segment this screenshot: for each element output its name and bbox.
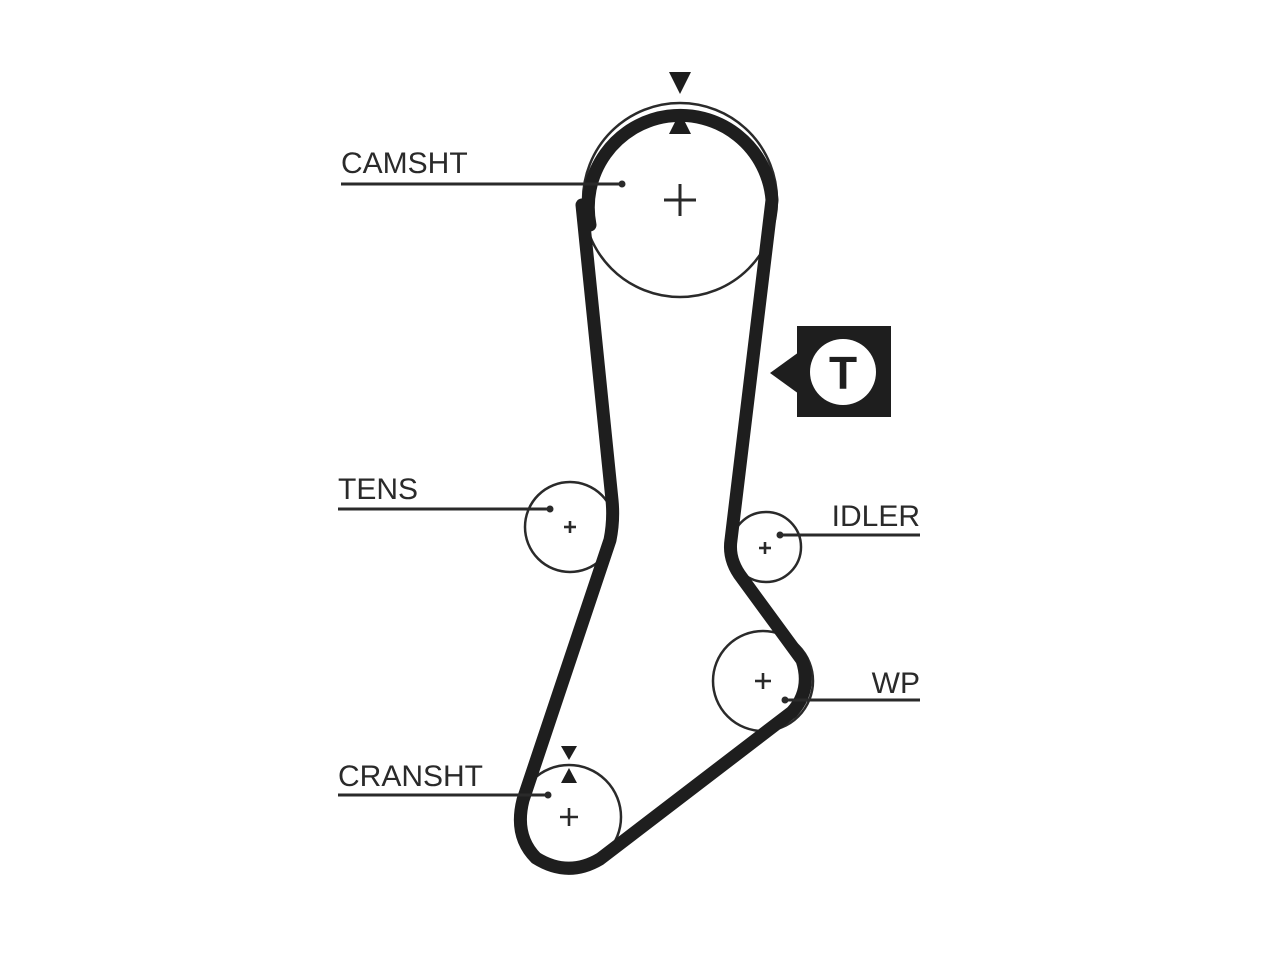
idler-label: IDLER: [832, 500, 920, 533]
tension-badge: T: [770, 326, 891, 417]
tensioner-leader: [338, 505, 554, 513]
camshaft-leader: [341, 180, 626, 188]
crankshaft-label: CRANSHT: [338, 760, 483, 793]
timing-belt: [513, 108, 812, 875]
crankshaft-leader: [338, 791, 552, 799]
tensioner-label: TENS: [338, 473, 418, 506]
crankshaft-timing-mark-icon: [561, 746, 577, 783]
camshaft-label: CAMSHT: [341, 147, 468, 180]
idler-center-cross: [759, 542, 771, 554]
crankshaft-center-cross: [560, 808, 578, 826]
water-pump-label: WP: [872, 667, 920, 700]
idler-leader: [776, 531, 920, 539]
tension-badge-letter: T: [829, 347, 857, 399]
camshaft-center-cross: [664, 184, 696, 216]
camshaft-timing-mark-icon: [669, 72, 691, 134]
tensioner-center-cross: [564, 521, 576, 533]
water-pump-leader: [781, 696, 920, 704]
water-pump-center-cross: [755, 673, 771, 689]
